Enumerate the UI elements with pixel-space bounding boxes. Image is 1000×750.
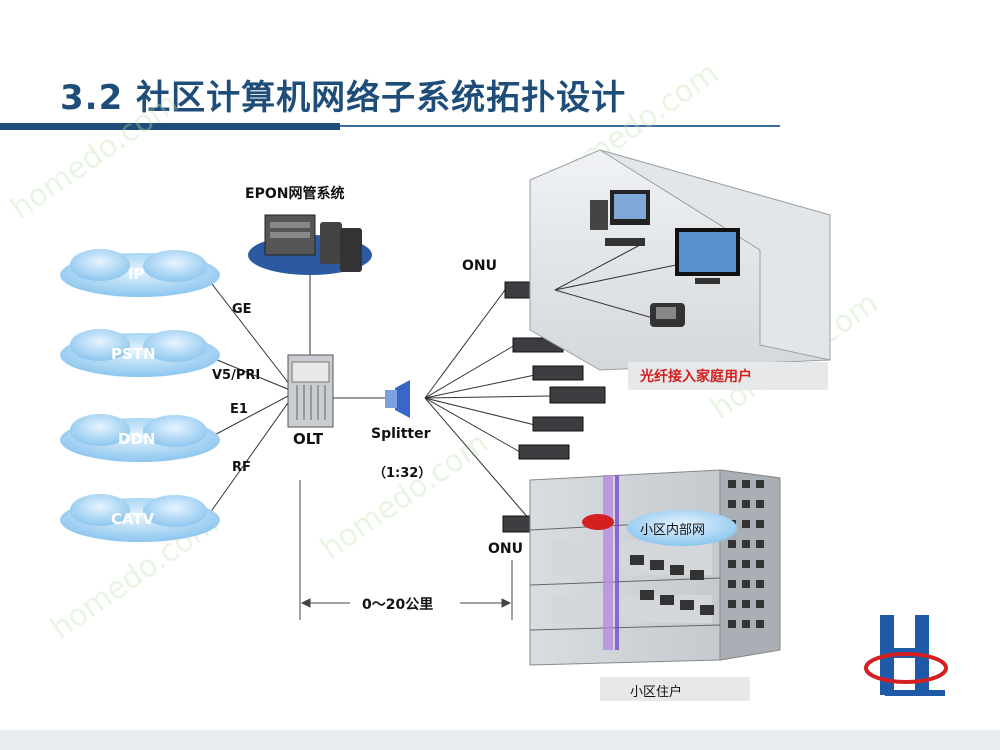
home-caption: 光纤接入家庭用户 <box>640 369 752 385</box>
onu-bottom-label: ONU <box>488 541 523 557</box>
cloud-catv-shape <box>60 494 220 542</box>
olt-label: OLT <box>293 430 324 448</box>
title-underline-thin <box>340 125 780 127</box>
nms-label: EPON网管系统 <box>245 186 345 202</box>
olt-chassis-icon <box>287 354 334 428</box>
title-underline-thick <box>0 123 340 130</box>
splitter-fanout-lines <box>424 289 551 521</box>
link-v5-label: V5/PRI <box>212 368 261 383</box>
splitter-ratio-label: （1:32） <box>373 466 432 481</box>
cloud-pstn-label: PSTN <box>111 345 156 363</box>
svg-text:homedo.com: homedo.com <box>5 86 185 227</box>
cloud-ddn-shape <box>60 414 220 462</box>
phone-icon <box>650 303 685 327</box>
cloud-ddn-label: DDN <box>118 430 156 448</box>
link-rf-label: RF <box>232 460 251 475</box>
cloud-catv-label: CATV <box>111 510 155 528</box>
splitter-label: Splitter <box>371 426 431 442</box>
onu-top-label: ONU <box>462 258 497 274</box>
distance-dimension <box>299 480 513 620</box>
page-title: 3.2 社区计算机网络子系统拓扑设计 <box>60 78 627 118</box>
pc-icon <box>590 190 650 246</box>
distance-label: 0～20公里 <box>362 597 434 613</box>
building-icon <box>529 469 781 666</box>
link-ge-label: GE <box>232 302 252 317</box>
svg-text:homedo.com: homedo.com <box>315 426 495 567</box>
nms-server-icon <box>248 214 372 275</box>
building-lan-label: 小区内部网 <box>640 523 706 538</box>
splitter-icon <box>385 380 410 418</box>
cloud-ip-shape <box>60 249 220 297</box>
cloud-ip-label: IP <box>128 265 145 283</box>
building-caption-bg <box>600 677 750 701</box>
tv-icon <box>675 228 740 284</box>
home-caption-bg <box>628 362 828 390</box>
company-logo <box>864 612 950 706</box>
footer-band <box>0 730 1000 750</box>
uplink-lines <box>204 274 291 521</box>
link-e1-label: E1 <box>230 402 248 417</box>
building-caption: 小区住户 <box>630 685 683 700</box>
cloud-pstn-shape <box>60 329 220 377</box>
